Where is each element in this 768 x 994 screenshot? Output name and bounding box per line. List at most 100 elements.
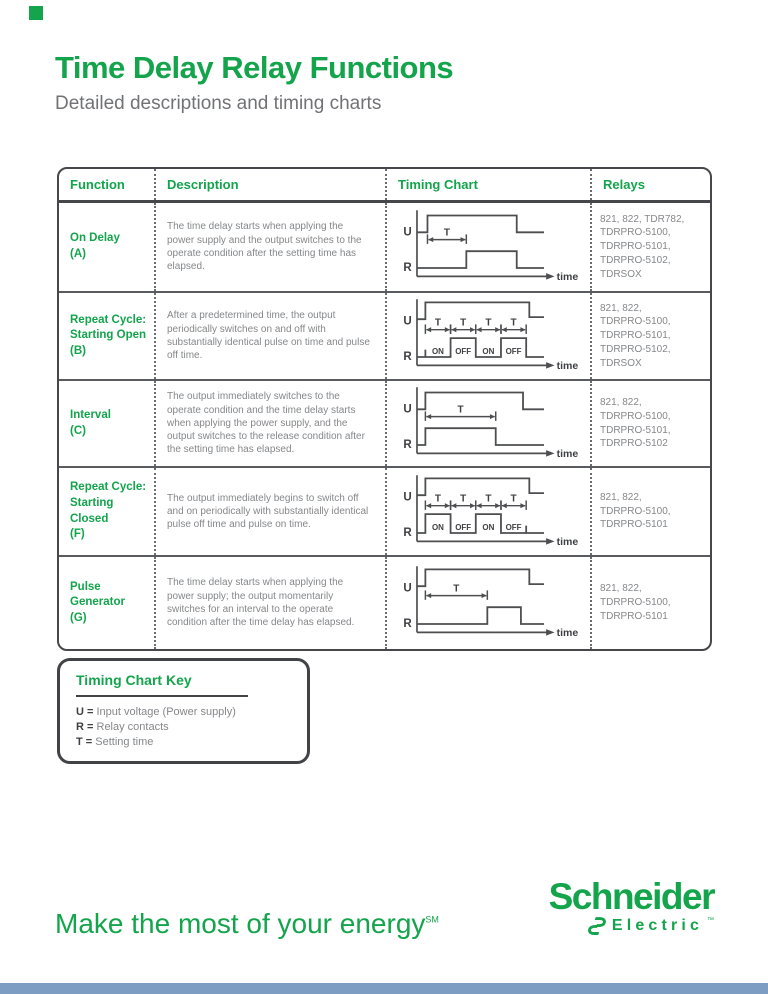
u-waveform bbox=[416, 391, 544, 410]
t-span-arrow-icon bbox=[469, 502, 475, 508]
onoff-label: ON bbox=[482, 347, 494, 356]
key-entry-meaning: Input voltage (Power supply) bbox=[96, 706, 236, 718]
u-waveform bbox=[416, 214, 544, 234]
function-cell: Pulse Generator(G) bbox=[59, 557, 154, 649]
function-line: Starting Closed bbox=[70, 496, 114, 525]
table-body: On Delay(A) The time delay starts when a… bbox=[59, 203, 710, 649]
time-axis-arrow-icon bbox=[545, 537, 555, 545]
relay-model-line: TDRPRO-5102, bbox=[600, 343, 671, 355]
t-span-arrow-icon bbox=[469, 327, 475, 333]
function-line: Interval bbox=[70, 408, 111, 421]
onoff-label: OFF bbox=[505, 347, 521, 356]
t-span-arrow-icon bbox=[425, 413, 431, 419]
relay-model-line: TDRPRO-5100, bbox=[600, 597, 671, 609]
key-entry-symbol: U = bbox=[76, 706, 94, 718]
description-text: The output immediately begins to switch … bbox=[167, 492, 369, 531]
relay-model-line: 821, 822, bbox=[600, 397, 642, 409]
relays-cell: 821, 822,TDRPRO-5100,TDRPRO-5101 bbox=[590, 468, 710, 555]
u-axis-label: U bbox=[403, 403, 411, 415]
t-span-arrow-icon bbox=[489, 413, 495, 419]
r-axis-label: R bbox=[403, 351, 412, 363]
function-line: (G) bbox=[70, 611, 87, 624]
t-span-label: T bbox=[510, 318, 516, 329]
key-entry-symbol: R = bbox=[76, 721, 94, 733]
u-waveform bbox=[416, 477, 544, 496]
time-axis-label: time bbox=[556, 448, 578, 460]
function-cell: Interval (C) bbox=[59, 381, 154, 466]
relay-functions-table: Function Description Timing Chart Relays… bbox=[57, 167, 712, 651]
r-axis-label: R bbox=[403, 439, 412, 451]
u-axis-label: U bbox=[403, 226, 411, 238]
function-line: (B) bbox=[70, 344, 86, 357]
function-line: Starting Open bbox=[70, 329, 147, 342]
timing-chart-key-box: Timing Chart Key U = Input voltage (Powe… bbox=[57, 658, 310, 764]
t-span-label: T bbox=[460, 318, 466, 329]
time-axis-arrow-icon bbox=[545, 362, 555, 369]
u-axis-label: U bbox=[403, 491, 411, 503]
function-cell: Repeat Cycle:Starting Closed(F) bbox=[59, 468, 154, 555]
r-axis-label: R bbox=[403, 262, 412, 274]
u-axis-label: U bbox=[403, 315, 411, 327]
function-cell: Repeat Cycle:Starting Open(B) bbox=[59, 293, 154, 379]
table-row: Pulse Generator(G) The time delay starts… bbox=[59, 555, 710, 649]
description-cell: After a predetermined time, the output p… bbox=[154, 293, 385, 379]
key-entry: U = Input voltage (Power supply) bbox=[76, 706, 291, 718]
relay-model-line: TDRPRO-5101 bbox=[600, 610, 668, 622]
t-span-arrow-icon bbox=[460, 237, 466, 243]
time-axis-arrow-icon bbox=[545, 449, 555, 457]
relay-model-line: TDRPRO-5102, bbox=[600, 254, 671, 266]
relays-cell: 821, 822,TDRPRO-5100,TDRPRO-5101,TDRPRO-… bbox=[590, 381, 710, 466]
relay-model-line: TDRPRO-5101, bbox=[600, 330, 671, 342]
t-span-arrow-icon bbox=[444, 327, 450, 333]
r-waveform bbox=[416, 250, 544, 269]
description-cell: The output immediately begins to switch … bbox=[154, 468, 385, 555]
relay-model-line: 821, 822, bbox=[600, 302, 642, 314]
relays-cell: 821, 822, TDR782,TDRPRO-5100,TDRPRO-5101… bbox=[590, 203, 710, 291]
relay-model-line: TDRPRO-5102 bbox=[600, 438, 668, 450]
relays-cell: 821, 822, TDRPRO-5100, TDRPRO-5101,TDRPRO-… bbox=[590, 293, 710, 379]
relay-model-line: TDRPRO-5100, bbox=[600, 316, 671, 328]
key-entry-meaning: Setting time bbox=[95, 736, 154, 748]
t-span-arrow-icon bbox=[425, 502, 431, 508]
bottom-color-bar bbox=[0, 983, 768, 994]
page-title: Time Delay Relay Functions bbox=[55, 50, 454, 85]
key-entry: R = Relay contacts bbox=[76, 721, 291, 733]
key-entry: T = Setting time bbox=[76, 736, 291, 748]
function-line: On Delay bbox=[70, 232, 120, 245]
description-text: The time delay starts when applying the … bbox=[167, 577, 355, 629]
time-axis-arrow-icon bbox=[545, 273, 555, 280]
t-span-arrow-icon bbox=[450, 327, 456, 333]
relay-model-line: TDRSOX bbox=[600, 268, 642, 280]
page-subtitle: Detailed descriptions and timing charts bbox=[55, 93, 382, 114]
relays-cell: 821, 822, TDRPRO-5100,TDRPRO-5101 bbox=[590, 557, 710, 649]
tagline-servicemark: SM bbox=[425, 914, 439, 925]
header-relays: Relays bbox=[590, 169, 710, 200]
time-axis-label: time bbox=[556, 271, 578, 283]
time-axis-label: time bbox=[556, 536, 578, 548]
t-span-label: T bbox=[453, 583, 459, 594]
relay-model-line: TDRPRO-5100, bbox=[600, 410, 671, 422]
t-span-label: T bbox=[485, 493, 491, 504]
key-divider bbox=[76, 695, 248, 697]
relay-model-line: TDRPRO-5101, bbox=[600, 241, 671, 253]
t-span-arrow-icon bbox=[444, 502, 450, 508]
description-cell: The time delay starts when applying the … bbox=[154, 203, 385, 291]
function-line: (F) bbox=[70, 528, 85, 541]
schneider-swirl-icon bbox=[587, 917, 606, 935]
relay-model-line: TDRSOX bbox=[600, 357, 642, 369]
key-entry-symbol: T = bbox=[76, 736, 93, 748]
logo-trademark: ™ bbox=[707, 916, 714, 924]
onoff-label: OFF bbox=[455, 347, 471, 356]
relay-model-line: TDRPRO-5100, bbox=[600, 227, 671, 239]
relay-model-line: 821, 822, bbox=[600, 583, 642, 595]
function-line: (C) bbox=[70, 424, 86, 437]
